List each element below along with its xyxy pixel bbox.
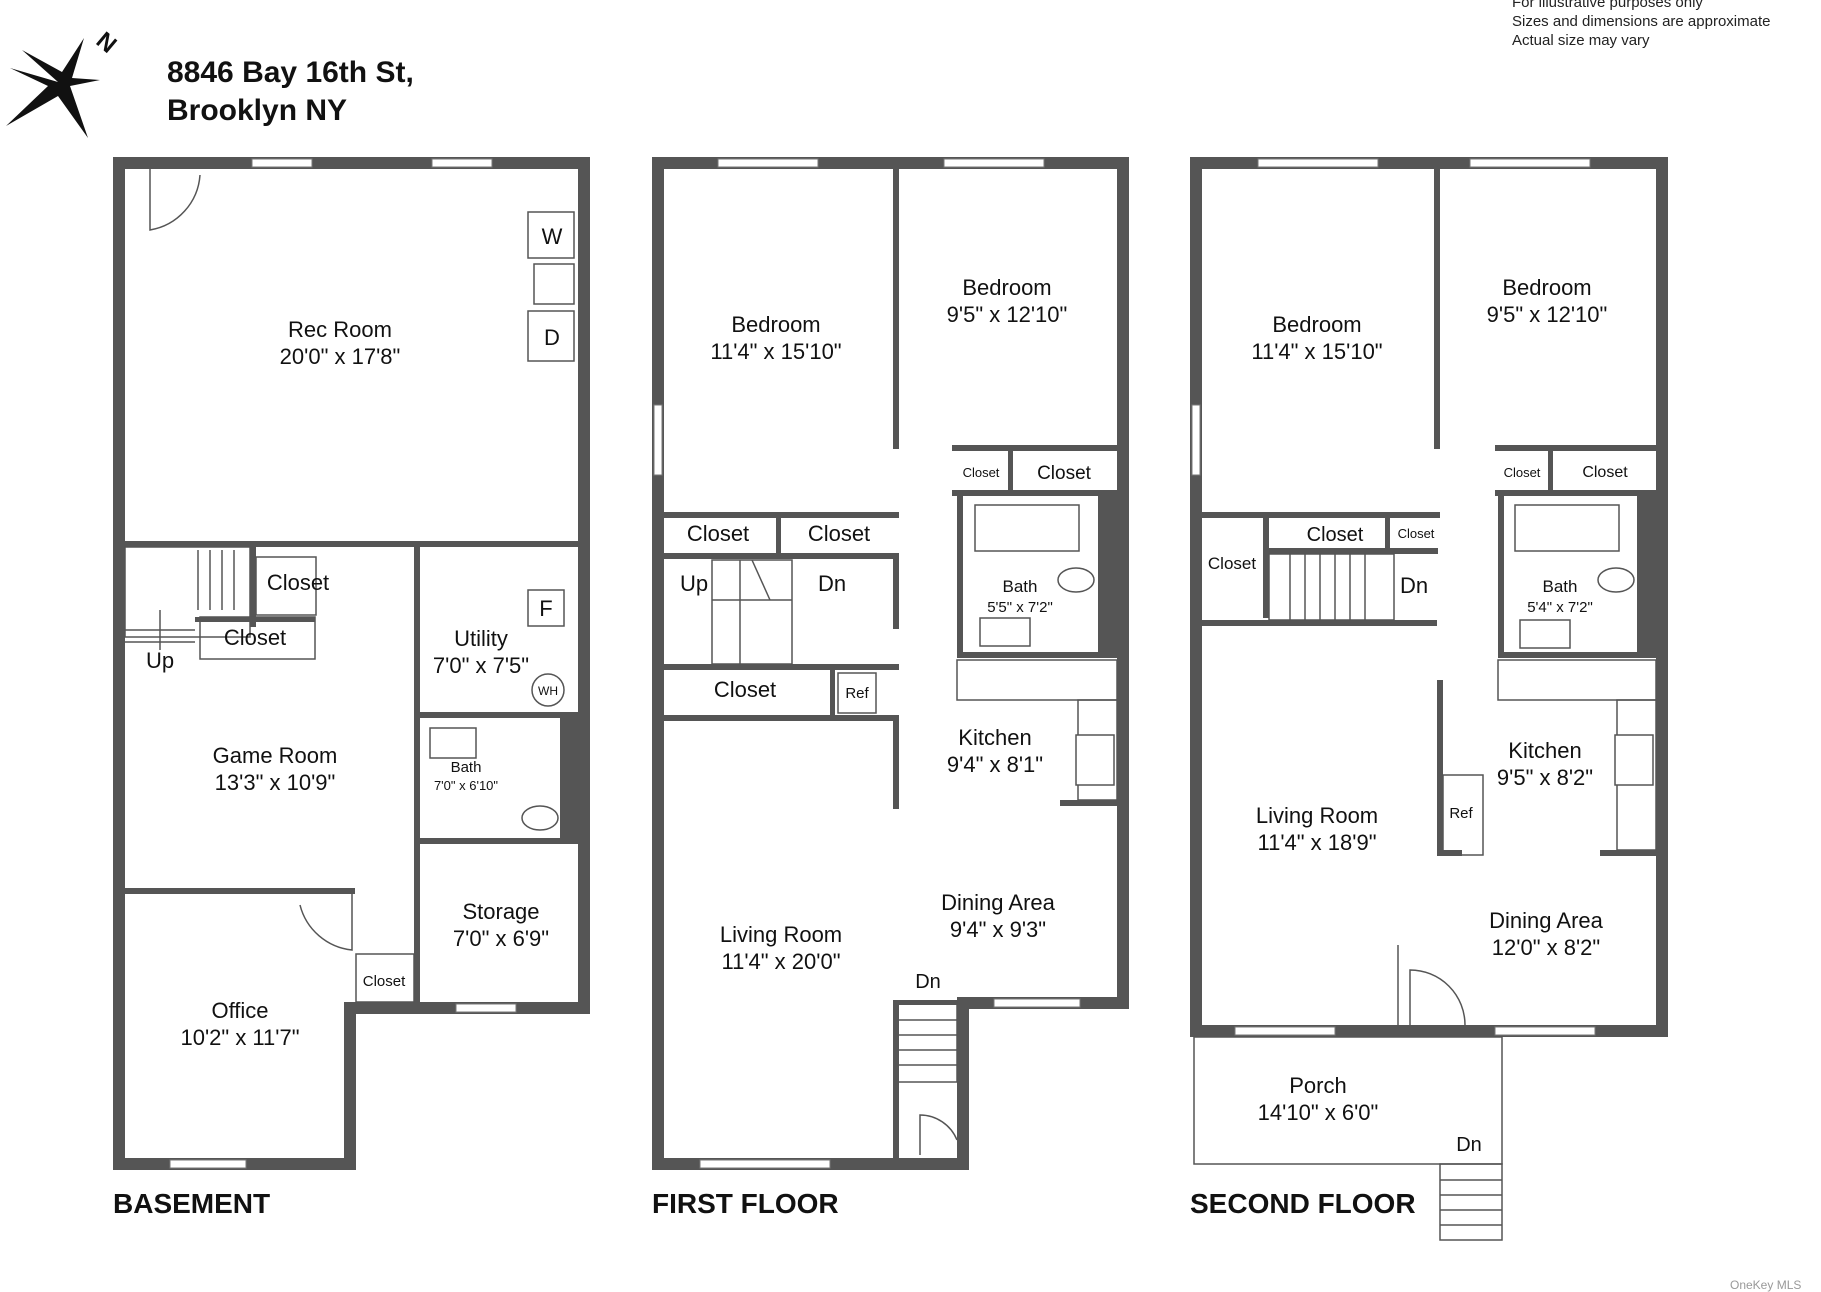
room-dims: 11'4" x 15'10" (1251, 339, 1382, 364)
porch-stairs-label: Dn (1456, 1134, 1482, 1156)
closet-label: Closet (1307, 524, 1364, 546)
second-floor-title: SECOND FLOOR (1190, 1188, 1416, 1219)
water-heater-label: WH (538, 684, 558, 698)
room-dims: 10'2" x 11'7" (180, 1025, 299, 1050)
room-name: Dining Area (1489, 908, 1604, 933)
dryer-label: D (544, 325, 560, 350)
room-name: Bedroom (1272, 312, 1361, 337)
room-dims: 11'4" x 20'0" (721, 949, 840, 974)
room-dims: 5'5" x 7'2" (987, 599, 1053, 616)
room-dims: 9'4" x 8'1" (947, 752, 1043, 777)
closet-label: Closet (714, 677, 776, 702)
closet-label: Closet (687, 521, 749, 546)
second-floor-plan (1190, 157, 1668, 1241)
room-name: Bedroom (731, 312, 820, 337)
room-dims: 5'4" x 7'2" (1527, 599, 1593, 616)
room-name: Storage (462, 899, 539, 924)
room-dims: 11'4" x 18'9" (1257, 830, 1376, 855)
closet-label: Closet (808, 521, 870, 546)
basement-plan (113, 157, 590, 1170)
refrigerator-label: Ref (1449, 805, 1473, 822)
room-name: Utility (454, 626, 508, 651)
room-name: Living Room (1256, 803, 1378, 828)
room-dims: 9'5" x 12'10" (947, 302, 1068, 327)
room-dims: 7'0" x 6'10" (434, 778, 498, 793)
first-floor-plan (652, 157, 1129, 1170)
disclaimer-line-3: Actual size may vary (1512, 32, 1650, 49)
room-name: Bedroom (1502, 275, 1591, 300)
stairs-down-label: Dn (915, 971, 941, 993)
watermark: OneKey MLS (1730, 1278, 1802, 1292)
first-floor-labels: Bedroom 11'4" x 15'10" Bedroom 9'5" x 12… (680, 275, 1092, 993)
room-name: Rec Room (288, 317, 392, 342)
first-floor-title: FIRST FLOOR (652, 1188, 839, 1219)
address-line-2: Brooklyn NY (167, 94, 348, 127)
room-dims: 20'0" x 17'8" (280, 344, 401, 369)
disclaimer-line-2: Sizes and dimensions are approximate (1512, 13, 1771, 30)
room-dims: 9'5" x 8'2" (1497, 765, 1593, 790)
address-line-1: 8846 Bay 16th St, (167, 56, 414, 89)
room-name: Bath (451, 759, 482, 776)
closet-label: Closet (1582, 464, 1628, 481)
room-name: Office (211, 998, 268, 1023)
closet-label: Closet (1504, 465, 1541, 480)
refrigerator-label: Ref (845, 685, 869, 702)
room-name: Game Room (213, 743, 338, 768)
room-name: Bedroom (962, 275, 1051, 300)
room-dims: 13'3" x 10'9" (215, 770, 336, 795)
disclaimer-line-1: For illustrative purposes only (1512, 0, 1703, 11)
room-dims: 11'4" x 15'10" (710, 339, 841, 364)
north-letter: N (91, 27, 122, 59)
second-floor-labels: Bedroom 11'4" x 15'10" Bedroom 9'5" x 12… (1208, 275, 1628, 1156)
room-dims: 7'0" x 6'9" (453, 926, 549, 951)
room-dims: 14'10" x 6'0" (1258, 1100, 1379, 1125)
basement-labels: Rec Room 20'0" x 17'8" Game Room 13'3" x… (146, 224, 563, 1050)
furnace-label: F (539, 596, 552, 621)
room-dims: 9'4" x 9'3" (950, 917, 1046, 942)
stairs-label: Up (146, 648, 174, 673)
stairs-down-label: Dn (818, 571, 846, 596)
room-name: Bath (1003, 577, 1038, 596)
closet-label: Closet (363, 973, 406, 990)
room-name: Living Room (720, 922, 842, 947)
stairs-down-label: Dn (1400, 573, 1428, 598)
room-dims: 7'0" x 7'5" (433, 653, 529, 678)
closet-label: Closet (267, 570, 329, 595)
closet-label: Closet (1208, 554, 1256, 573)
north-arrow-star-icon: N (6, 27, 122, 138)
closet-label: Closet (1037, 463, 1092, 484)
room-name: Dining Area (941, 890, 1056, 915)
basement-title: BASEMENT (113, 1188, 271, 1219)
disclaimer: For illustrative purposes only Sizes and… (1512, 0, 1770, 50)
closet-label: Closet (1398, 526, 1435, 541)
room-name: Porch (1289, 1073, 1346, 1098)
washer-label: W (542, 224, 563, 249)
stairs-up-label: Up (680, 571, 708, 596)
room-name: Kitchen (958, 725, 1031, 750)
room-name: Kitchen (1508, 738, 1581, 763)
closet-label: Closet (224, 625, 286, 650)
room-dims: 9'5" x 12'10" (1487, 302, 1608, 327)
room-dims: 12'0" x 8'2" (1492, 935, 1600, 960)
closet-label: Closet (963, 465, 1000, 480)
room-name: Bath (1543, 577, 1578, 596)
property-address: 8846 Bay 16th St, Brooklyn NY (167, 54, 414, 130)
